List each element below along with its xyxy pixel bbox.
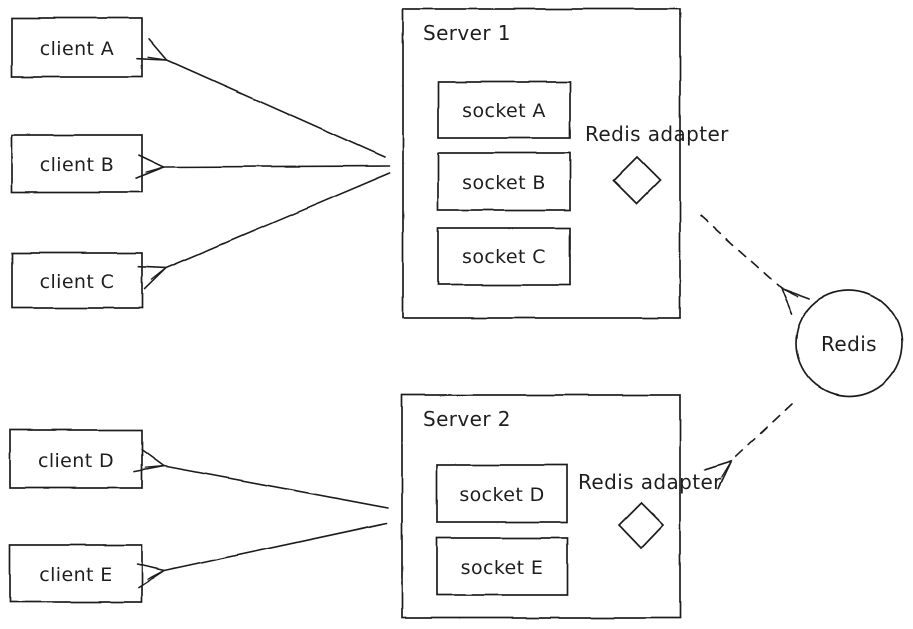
arrow-server1-to-client-b xyxy=(135,154,391,179)
client-c-label: client C xyxy=(40,271,115,293)
server-1-title: Server 1 xyxy=(423,21,511,45)
arrow-server1-to-client-c xyxy=(137,172,391,290)
socket-e-box xyxy=(436,537,568,596)
client-a-label: client A xyxy=(40,38,114,60)
socket-a-box xyxy=(437,81,571,139)
client-a-box xyxy=(11,17,143,78)
arrow-adapter1-to-redis xyxy=(700,215,810,315)
client-e-box xyxy=(9,544,143,603)
arrow-server2-to-client-e xyxy=(136,522,388,589)
redis-adapter-1-label: Redis adapter xyxy=(585,122,729,146)
client-b-box xyxy=(11,134,143,193)
socket-c-label: socket C xyxy=(462,246,546,268)
socket-e-label: socket E xyxy=(461,557,544,579)
redis-circle xyxy=(795,289,903,397)
server-1-box xyxy=(402,8,681,319)
socket-c-box xyxy=(437,227,571,286)
arrow-server1-to-client-a xyxy=(136,38,386,158)
socket-d-label: socket D xyxy=(459,484,544,506)
arrow-server2-to-client-d xyxy=(133,448,389,509)
redis-label: Redis xyxy=(821,332,877,356)
socket-a-label: socket A xyxy=(462,100,546,122)
socket-d-box xyxy=(436,464,568,523)
redis-adapter-2-diamond xyxy=(617,501,665,550)
server-2-box xyxy=(401,394,681,619)
redis-adapter-1-diamond xyxy=(612,155,662,205)
arrow-redis-to-adapter2 xyxy=(703,403,793,489)
client-e-label: client E xyxy=(39,564,112,586)
client-b-label: client B xyxy=(40,154,114,176)
server-2-title: Server 2 xyxy=(423,407,511,431)
client-c-box xyxy=(11,252,143,309)
redis-adapter-2-label: Redis adapter xyxy=(578,470,722,494)
socket-b-label: socket B xyxy=(462,172,546,194)
client-d-label: client D xyxy=(38,450,114,472)
socket-b-box xyxy=(437,152,571,211)
